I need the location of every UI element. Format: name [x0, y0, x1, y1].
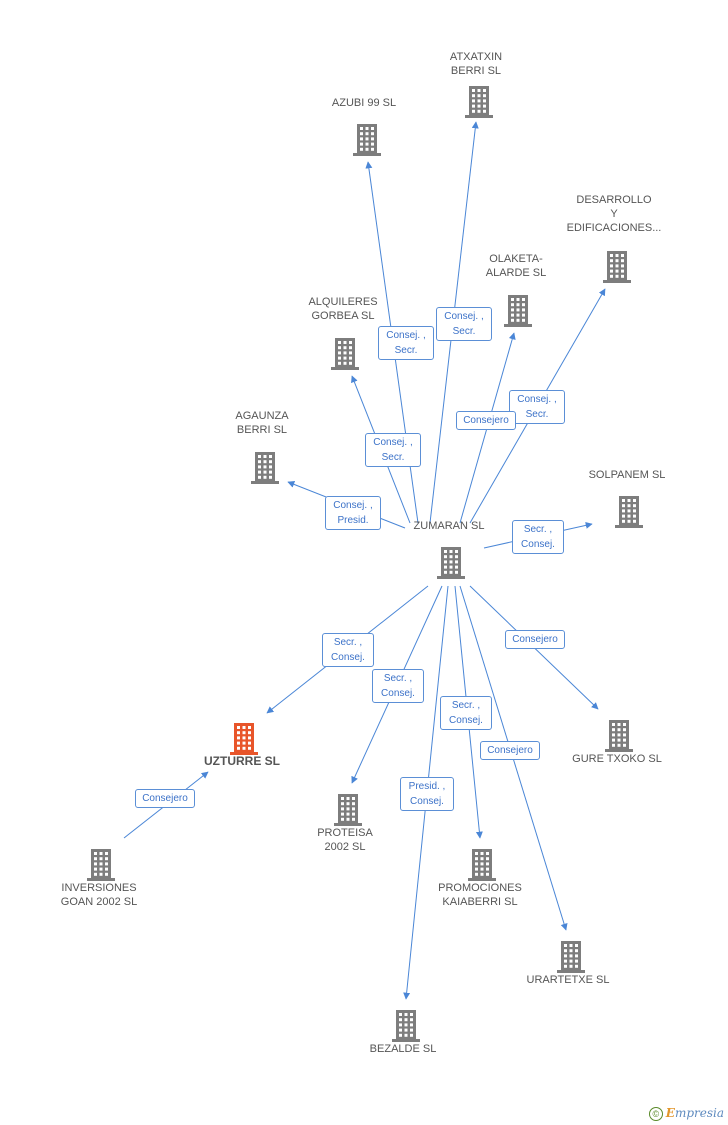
building-icon [468, 849, 496, 881]
company-label-wrap: ALQUILERES GORBEA SL [268, 295, 418, 323]
building-icon [334, 794, 362, 826]
building-icon [557, 941, 585, 973]
company-node-solpanem[interactable] [554, 494, 704, 530]
company-label[interactable]: ATXATXIN BERRI SL [449, 51, 503, 77]
building-icon [87, 849, 115, 881]
company-label-wrap: PROMOCIONES KAIABERRI SL [405, 881, 555, 909]
company-label[interactable]: BEZALDE SL [369, 1043, 437, 1055]
relation-label[interactable]: Secr. , Consej. [440, 696, 492, 730]
company-node-desarrollo[interactable] [542, 249, 692, 285]
relation-label[interactable]: Consejero [505, 629, 565, 649]
company-node-inversiones[interactable] [26, 847, 176, 883]
company-node-zumaran[interactable] [376, 545, 526, 581]
building-icon [353, 124, 381, 156]
company-label-wrap: BEZALDE SL [328, 1042, 478, 1056]
relation-label[interactable]: Secr. , Consej. [322, 633, 374, 667]
company-node-atxatxin[interactable] [404, 84, 554, 120]
company-node-agaunza[interactable] [190, 450, 340, 486]
company-label-wrap: OLAKETA- ALARDE SL [441, 252, 591, 280]
company-node-azubi[interactable] [292, 122, 442, 158]
company-label[interactable]: GURE TXOKO SL [572, 753, 662, 765]
company-label[interactable]: DESARROLLO Y EDIFICACIONES... [566, 194, 662, 234]
relation-label[interactable]: Secr. , Consej. [512, 520, 564, 554]
relation-label[interactable]: Consejero [480, 740, 540, 760]
relation-label[interactable]: Consejero [456, 410, 516, 430]
relation-label[interactable]: Consej. , Secr. [378, 326, 434, 360]
building-icon [603, 251, 631, 283]
building-icon [465, 86, 493, 118]
company-node-proteisa[interactable] [273, 792, 423, 828]
building-icon [615, 496, 643, 528]
company-label-wrap: AGAUNZA BERRI SL [187, 409, 337, 437]
company-label-wrap: INVERSIONES GOAN 2002 SL [24, 881, 174, 909]
relation-label[interactable]: Presid. , Consej. [400, 777, 454, 811]
building-icon [331, 338, 359, 370]
company-label[interactable]: AGAUNZA BERRI SL [235, 410, 289, 436]
company-label[interactable]: OLAKETA- ALARDE SL [485, 253, 547, 279]
relation-label[interactable]: Consej. , Presid. [325, 496, 381, 530]
building-icon [392, 1010, 420, 1042]
company-label[interactable]: AZUBI 99 SL [331, 97, 397, 109]
company-label[interactable]: UZTURRE SL [204, 754, 280, 768]
relation-label[interactable]: Consej. , Secr. [509, 390, 565, 424]
brand-initial: E [665, 1106, 675, 1120]
building-icon [605, 720, 633, 752]
company-label-wrap: ATXATXIN BERRI SL [401, 50, 551, 78]
building-icon [504, 295, 532, 327]
relation-label[interactable]: Consejero [135, 788, 195, 808]
company-label-wrap: UZTURRE SL [167, 754, 317, 768]
building-icon [230, 723, 258, 755]
company-label-wrap: SOLPANEM SL [552, 468, 702, 482]
company-label[interactable]: ALQUILERES GORBEA SL [308, 296, 378, 322]
company-label[interactable]: URARTETXE SL [526, 974, 610, 986]
company-label-wrap: GURE TXOKO SL [542, 752, 692, 766]
company-label[interactable]: ZUMARAN SL [413, 520, 485, 532]
company-label-wrap: ZUMARAN SL [374, 519, 524, 533]
company-node-olaketa[interactable] [443, 293, 593, 329]
relation-label[interactable]: Consej. , Secr. [365, 433, 421, 467]
company-label[interactable]: INVERSIONES GOAN 2002 SL [60, 882, 138, 908]
company-node-gure[interactable] [544, 718, 694, 754]
brand-name: mpresia [674, 1106, 724, 1120]
brand-watermark: ©Empresia [648, 1106, 724, 1121]
company-node-promociones[interactable] [407, 847, 557, 883]
relation-label[interactable]: Consej. , Secr. [436, 307, 492, 341]
company-label[interactable]: PROTEISA 2002 SL [317, 827, 373, 853]
company-label-wrap: URARTETXE SL [493, 973, 643, 987]
relation-label[interactable]: Secr. , Consej. [372, 669, 424, 703]
building-icon [437, 547, 465, 579]
company-label[interactable]: SOLPANEM SL [588, 469, 666, 481]
company-label-wrap: PROTEISA 2002 SL [270, 826, 420, 854]
company-node-bezalde[interactable] [331, 1008, 481, 1044]
company-label-wrap: AZUBI 99 SL [289, 96, 439, 110]
company-label-wrap: DESARROLLO Y EDIFICACIONES... [539, 193, 689, 235]
company-node-uzturre[interactable] [169, 721, 319, 757]
copyright-icon: © [648, 1107, 663, 1121]
company-label[interactable]: PROMOCIONES KAIABERRI SL [438, 882, 522, 908]
building-icon [251, 452, 279, 484]
company-node-urartetxe[interactable] [496, 939, 646, 975]
company-node-alquileres[interactable] [270, 336, 420, 372]
